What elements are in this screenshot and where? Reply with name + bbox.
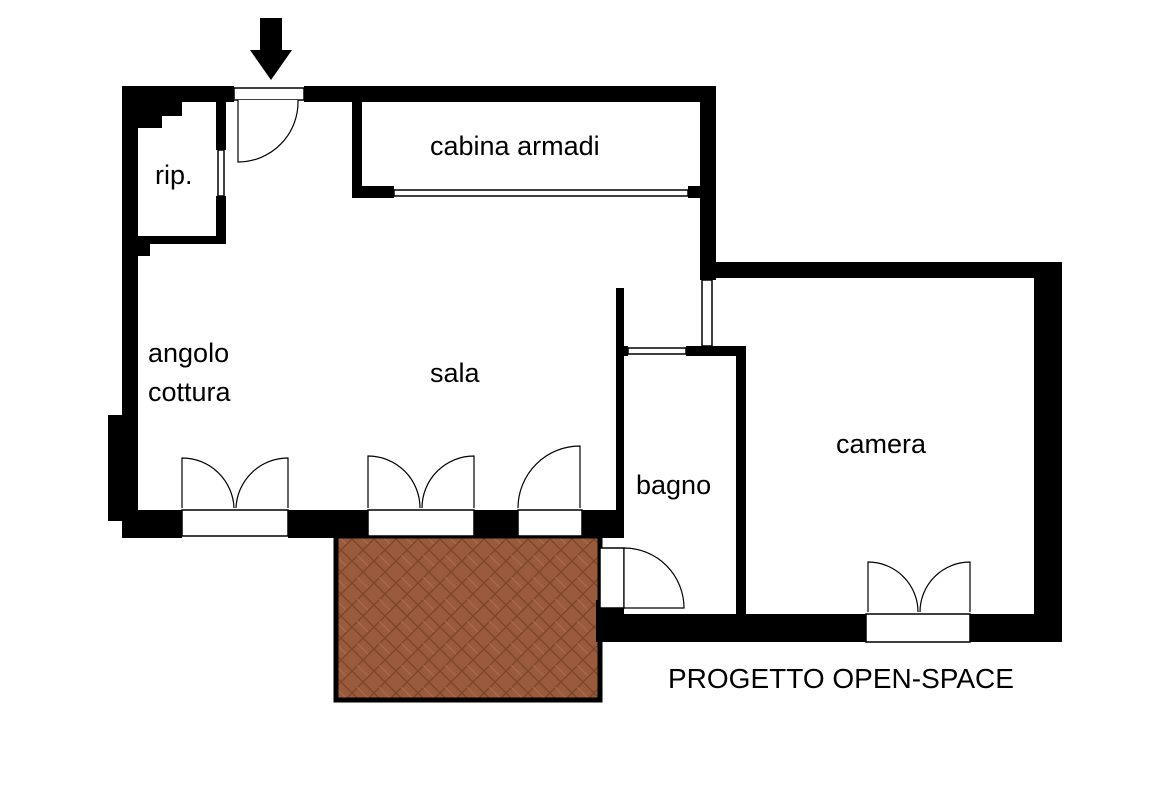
door-swings xyxy=(181,99,971,613)
wardrobe-sliding-door xyxy=(393,189,689,197)
entrance-arrow-icon xyxy=(250,18,292,80)
wall-bathroom-right xyxy=(736,346,746,616)
bathroom-door-frame xyxy=(627,347,687,355)
wall-left-pillar xyxy=(108,415,124,521)
kitchen-door-right-swing xyxy=(235,457,289,509)
threshold-living xyxy=(367,509,475,537)
wall-wardrobe-right xyxy=(688,186,702,198)
kitchen-door-left-swing xyxy=(181,457,235,509)
wall-bedroom-bottom-1 xyxy=(596,614,866,642)
bathroom-door-swing xyxy=(623,547,685,609)
threshold-living-right xyxy=(517,509,583,537)
label-living: sala xyxy=(430,358,481,388)
thresholds xyxy=(181,509,971,643)
corner-step-2 xyxy=(122,86,162,128)
wall-left xyxy=(122,86,138,536)
wall-bedroom-top xyxy=(700,262,1062,278)
wall-bottom-2 xyxy=(288,510,368,538)
wall-bedroom-bottom-2 xyxy=(970,614,1062,642)
wall-wardrobe-corner xyxy=(352,186,394,198)
wall-bathroom-top-right xyxy=(686,346,746,356)
label-wardrobe: cabina armadi xyxy=(430,131,600,161)
wall-storage-right xyxy=(216,102,226,150)
wall-bedroom-right xyxy=(1034,262,1062,642)
living-single-door-swing xyxy=(517,445,581,509)
bedroom-door-right-swing xyxy=(919,561,971,613)
threshold-bedroom xyxy=(865,613,971,643)
storage-door-frame xyxy=(217,149,225,197)
label-kitchen-line1: angolo xyxy=(148,338,229,368)
threshold-terrace-side xyxy=(599,547,625,609)
wall-bathroom-left xyxy=(616,288,624,538)
walls xyxy=(108,86,1062,642)
living-door-left-swing xyxy=(367,455,421,509)
wall-top-right xyxy=(304,86,716,102)
label-kitchen-line2: cottura xyxy=(148,377,232,407)
wall-storage-notch xyxy=(136,244,150,256)
label-bedroom: camera xyxy=(836,429,927,459)
bedroom-door-frame xyxy=(701,279,713,347)
wall-wardrobe-left xyxy=(352,102,362,196)
entrance-door-swing xyxy=(237,99,299,163)
label-bathroom: bagno xyxy=(636,470,711,500)
wall-right-upper xyxy=(700,86,716,280)
bedroom-door-left-swing xyxy=(867,561,919,613)
wall-bottom-3 xyxy=(474,510,518,538)
label-storage: rip. xyxy=(155,160,193,190)
wall-bottom-1 xyxy=(122,510,182,538)
plan-title: PROGETTO OPEN-SPACE xyxy=(668,663,1014,694)
threshold-kitchen xyxy=(181,509,289,537)
living-door-right-swing xyxy=(421,455,475,509)
wall-storage-bottom xyxy=(136,236,226,244)
terrace xyxy=(333,533,603,703)
wall-bathroom-top xyxy=(616,346,628,356)
entrance-door-frame xyxy=(233,87,305,101)
wall-storage-right-lower xyxy=(216,196,226,244)
